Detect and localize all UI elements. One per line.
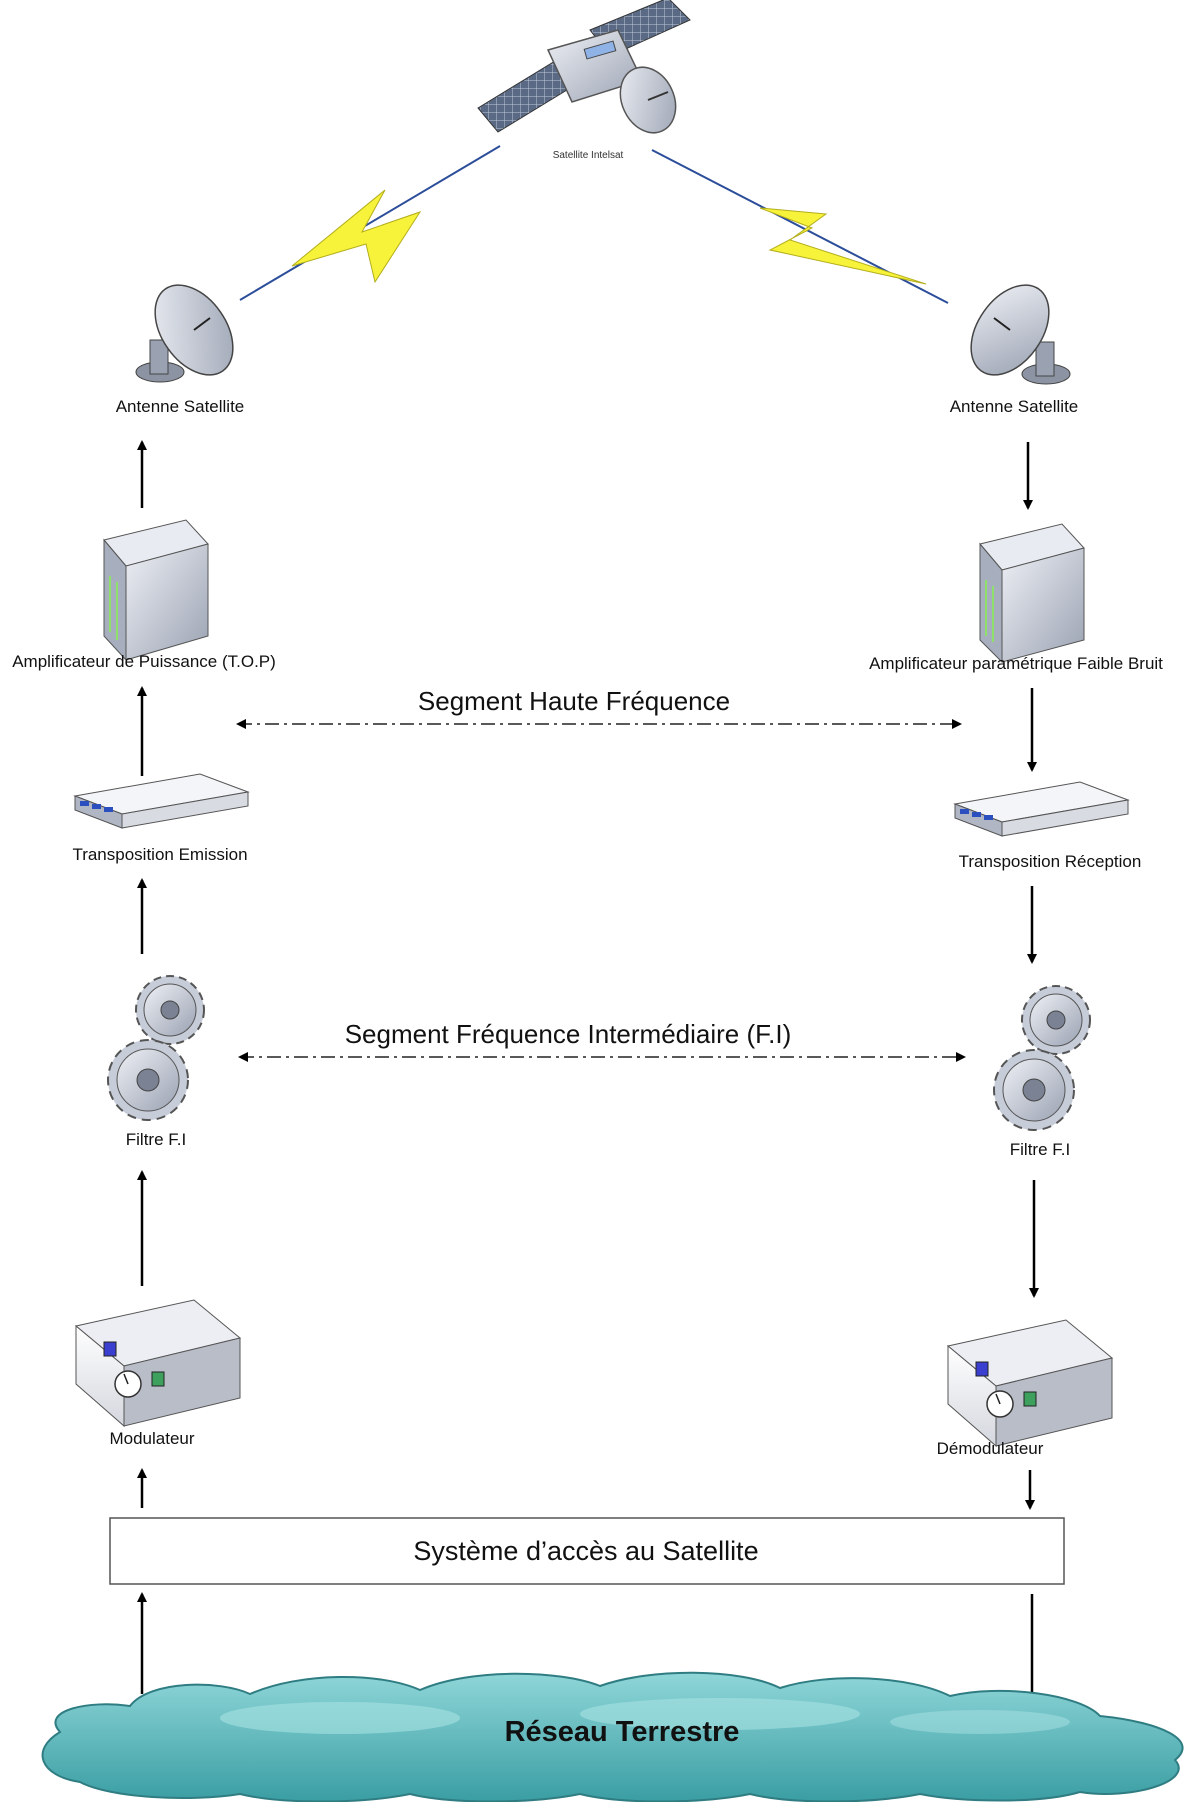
access-system-label: Système d’accès au Satellite xyxy=(413,1536,758,1566)
downlink-amplifier-label: Amplificateur paramétrique Faible Bruit xyxy=(869,654,1163,673)
modulator-icon xyxy=(74,1299,242,1428)
uplink-amplifier-icon xyxy=(103,519,209,662)
demodulator-label: Démodulateur xyxy=(937,1439,1044,1458)
uplink-antenna-icon xyxy=(135,284,234,383)
downlink-transposition-icon xyxy=(953,781,1130,837)
uplink-amplifier-label: Amplificateur de Puissance (T.O.P) xyxy=(12,652,276,671)
segment-hf-label: Segment Haute Fréquence xyxy=(418,686,730,716)
uplink-transposition-icon xyxy=(73,773,250,829)
demodulator-icon xyxy=(946,1319,1114,1448)
modulator-label: Modulateur xyxy=(109,1429,194,1448)
downlink-filter-label: Filtre F.I xyxy=(1010,1140,1070,1159)
uplink-transposition-label: Transposition Emission xyxy=(72,845,247,864)
downlink-antenna-icon xyxy=(970,284,1071,385)
terrestrial-network-cloud xyxy=(41,1671,1184,1802)
uplink-antenna-label: Antenne Satellite xyxy=(116,397,245,416)
uplink-signal xyxy=(239,145,501,301)
uplink-filter-label: Filtre F.I xyxy=(126,1130,186,1149)
downlink-transposition-label: Transposition Réception xyxy=(959,852,1142,871)
downlink-filter-gears-icon xyxy=(993,985,1091,1131)
downlink-antenna-label: Antenne Satellite xyxy=(950,397,1079,416)
downlink-signal xyxy=(651,149,949,304)
terrestrial-network-label: Réseau Terrestre xyxy=(505,1716,740,1748)
downlink-amplifier-icon xyxy=(979,523,1085,664)
uplink-filter-gears-icon xyxy=(107,975,205,1121)
segment-fi-label: Segment Fréquence Intermédiaire (F.I) xyxy=(345,1019,792,1049)
access-system-box xyxy=(109,1517,1065,1585)
satellite-icon xyxy=(477,0,691,134)
satellite-label: Satellite Intelsat xyxy=(553,150,624,161)
